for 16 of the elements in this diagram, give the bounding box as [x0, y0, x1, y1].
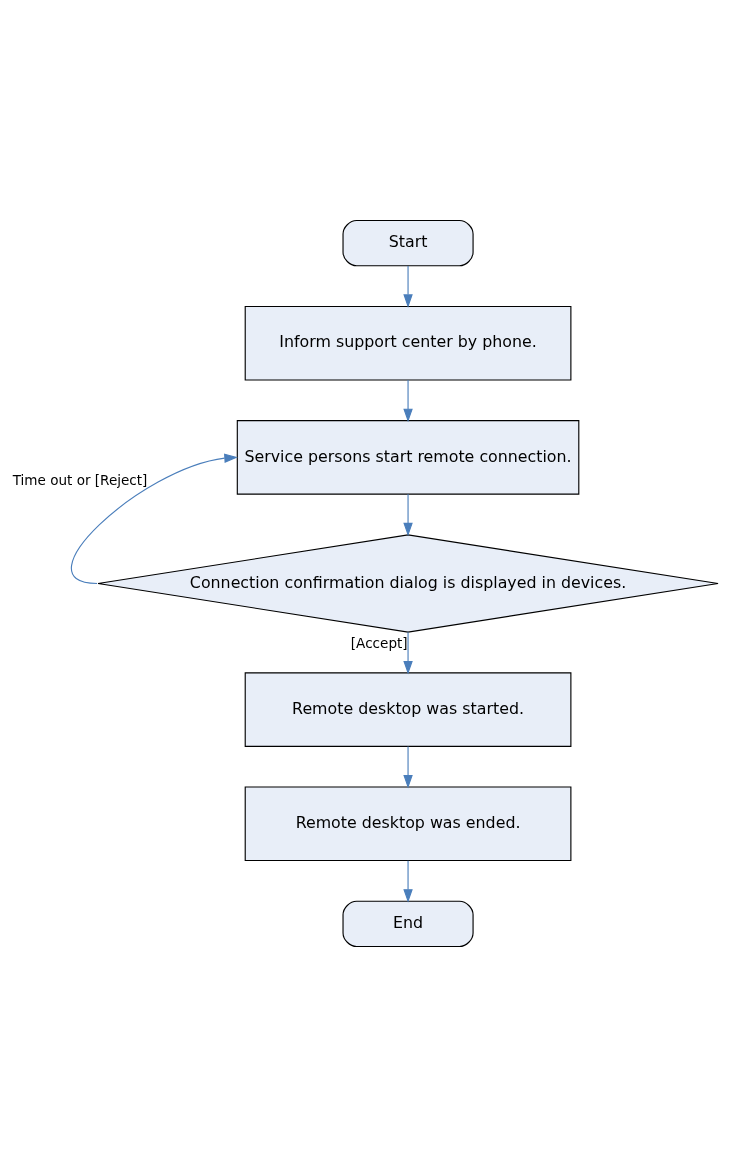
node-box: Inform support center by phone.: [244, 305, 572, 381]
node-box: Service persons start remote connection.: [236, 419, 580, 495]
arrow: [403, 745, 413, 789]
node-box: Start: [342, 219, 474, 266]
arrow: [403, 264, 413, 308]
arrow: [403, 379, 413, 422]
node-box: Remote desktop was ended.: [244, 785, 572, 861]
arrow: [71, 452, 238, 584]
edge-label: Time out or [Reject]: [12, 471, 148, 488]
node-box: End: [342, 900, 474, 947]
arrow: [403, 859, 413, 903]
node-diamond: Connection confirmation dialog is displayed in devices.: [97, 533, 719, 633]
edge-label: [Accept]: [350, 634, 408, 651]
node-box: Remote desktop was started.: [244, 671, 572, 747]
arrow: [403, 631, 413, 674]
arrow: [403, 493, 413, 536]
